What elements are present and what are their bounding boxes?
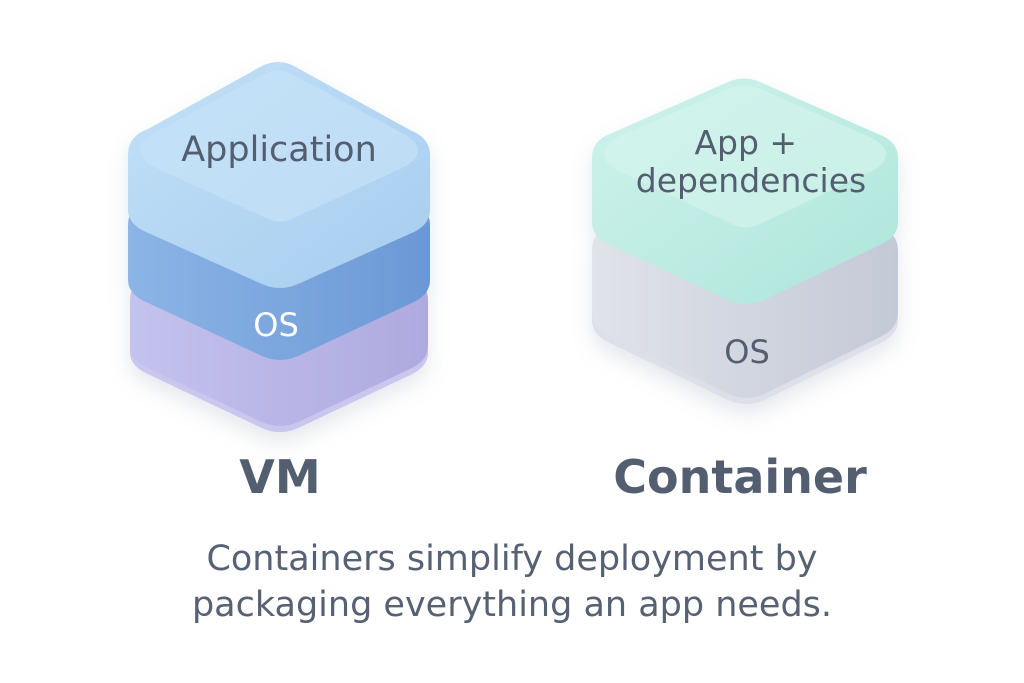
vm-stack: Application OS [128,62,430,432]
vm-os-layer-bottom-face [130,345,428,432]
caption-line-2: packaging everything an app needs. [191,585,833,625]
vm-os-label: OS [253,306,299,344]
caption: Containers simplify deployment by packag… [80,536,944,628]
vm-application-label: Application [181,130,377,170]
container-stack: App + dependencies OS [592,78,898,404]
container-app-label-line-2: dependencies [636,161,866,200]
vm-application-top-face [140,70,418,222]
caption-line-1: Containers simplify deployment by [206,539,818,579]
container-app-label-line-1: App + [694,123,797,162]
container-os-bottom-face [592,312,898,404]
vm-title: VM [239,450,321,504]
container-app-top-face [604,85,886,228]
container-title: Container [613,450,867,504]
container-app-label: App + dependencies [636,123,866,200]
container-os-label: OS [724,333,770,371]
